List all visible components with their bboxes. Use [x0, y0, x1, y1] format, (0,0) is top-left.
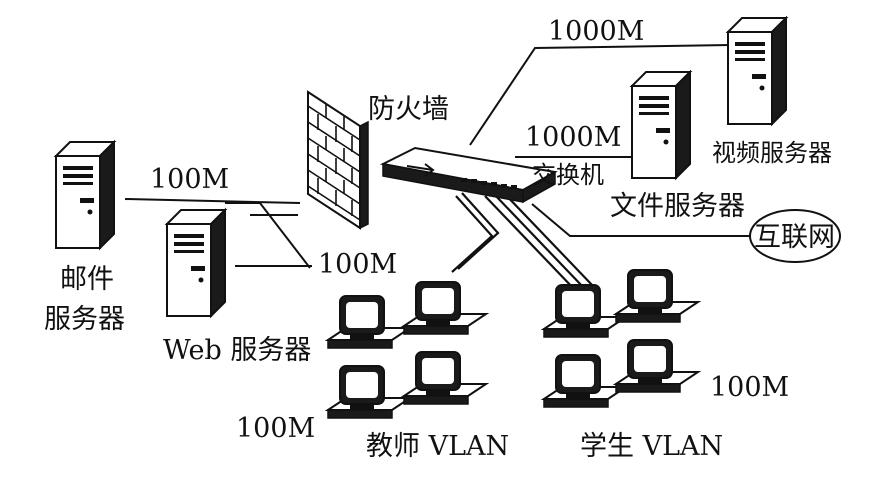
label-mail-server-1: 邮件 — [60, 264, 114, 295]
label-link-file: 1000M — [525, 122, 621, 153]
student-vlan-group — [543, 269, 699, 408]
link-teacher-vlan — [451, 195, 494, 273]
desktop-computer-icon — [615, 339, 699, 393]
label-internet: 互联网 — [754, 222, 835, 253]
server-tower-icon — [55, 141, 115, 249]
server-tower-icon — [631, 71, 691, 179]
desktop-computer-icon — [327, 365, 411, 419]
label-link-student: 100M — [710, 372, 789, 403]
label-link-mail: 100M — [150, 164, 229, 195]
link-student-vlan — [484, 195, 576, 291]
label-switch: 交换机 — [532, 161, 604, 189]
label-video-server: 视频服务器 — [712, 139, 832, 167]
link-web — [225, 202, 311, 269]
connection-lines — [124, 44, 752, 291]
link-video — [469, 44, 731, 146]
label-mail-server-2: 服务器 — [44, 304, 125, 335]
label-firewall: 防火墙 — [368, 94, 449, 125]
link-internet — [531, 203, 752, 237]
label-web-server: Web 服务器 — [163, 335, 311, 366]
desktop-computer-icon — [615, 269, 699, 323]
label-teacher-vlan: 教师 VLAN — [366, 431, 509, 462]
label-link-video: 1000M — [548, 16, 644, 47]
label-file-server: 文件服务器 — [610, 191, 745, 222]
network-switch-icon — [379, 146, 558, 204]
internet-cloud-icon — [749, 209, 841, 263]
label-student-vlan: 学生 VLAN — [580, 431, 723, 462]
link-teacher-vlan-2 — [457, 192, 500, 270]
server-tower-icon — [727, 17, 787, 125]
brick-wall-icon — [307, 90, 369, 230]
server-tower-icon — [166, 209, 226, 317]
desktop-computer-icon — [543, 354, 627, 408]
desktop-computer-icon — [403, 351, 487, 405]
label-link-web: 100M — [318, 249, 397, 280]
link-student-vlan-3 — [502, 191, 594, 287]
label-link-teacher: 100M — [236, 413, 315, 444]
link-student-vlan-2 — [493, 193, 585, 289]
desktop-computer-icon — [327, 295, 411, 349]
desktop-computer-icon — [543, 284, 627, 338]
link-firewall-mail — [124, 198, 301, 204]
desktop-computer-icon — [403, 281, 487, 335]
teacher-vlan-group — [327, 281, 487, 419]
